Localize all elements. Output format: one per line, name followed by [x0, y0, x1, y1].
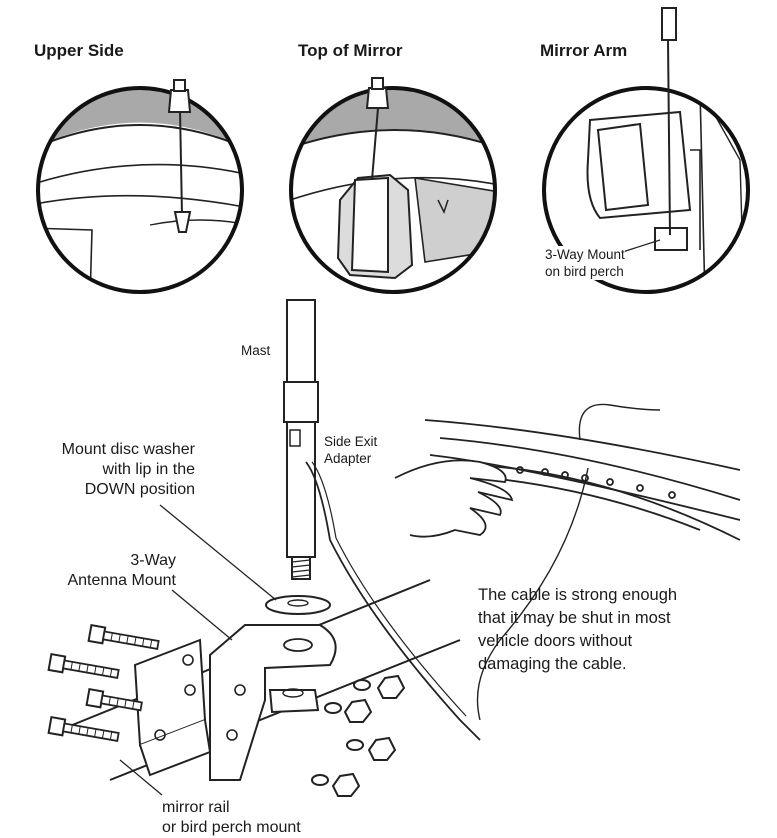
side-exit-adapter-label: Side Exit Adapter — [324, 433, 377, 467]
mirror-arm-title: Mirror Arm — [540, 41, 628, 60]
perch-mount-label-line2: on bird perch — [545, 264, 624, 279]
mounting-bolts — [47, 623, 160, 742]
washer-label-line3: DOWN position — [84, 481, 195, 498]
antenna-cable — [305, 461, 481, 741]
top-of-mirror-title: Top of Mirror — [298, 41, 403, 60]
antenna-mirror-arm — [661, 7, 677, 236]
antenna-mount-label: 3-Way Antenna Mount — [20, 551, 176, 591]
mast-label: Mast — [241, 343, 271, 358]
mirror-rail-label: mirror rail or bird perch mount — [162, 798, 301, 838]
cable-note: The cable is strong enough that it may b… — [478, 584, 677, 676]
washer-label-line2: with lip in the — [102, 461, 196, 478]
vehicle-door-illustration — [424, 403, 741, 721]
mirror-rail-label-line2: or bird perch mount — [162, 819, 301, 836]
antenna-upper-side — [167, 79, 192, 233]
upper-side-detail-circle — [36, 79, 244, 294]
mirror-rail-label-line1: mirror rail — [162, 799, 230, 816]
antenna-mount-label-line2: Antenna Mount — [67, 572, 176, 589]
cable-note-line4: damaging the cable. — [478, 655, 627, 673]
cable-note-line3: vehicle doors without — [478, 632, 633, 650]
cable-note-line2: that it may be shut in most — [478, 609, 671, 627]
upper-side-title: Upper Side — [34, 41, 124, 60]
leader-lines — [119, 239, 661, 796]
antenna-mount-label-line1: 3-Way — [130, 552, 176, 569]
washer-label-line1: Mount disc washer — [61, 441, 195, 458]
top-of-mirror-detail-circle — [289, 77, 497, 294]
washer-label: Mount disc washer with lip in the DOWN p… — [20, 440, 195, 500]
side-exit-label-line1: Side Exit — [324, 434, 378, 449]
cable-note-line1: The cable is strong enough — [478, 586, 678, 604]
nuts-and-lock-washers — [311, 674, 406, 797]
perch-mount-label-line1: 3-Way Mount — [545, 247, 625, 262]
perch-mount-label: 3-Way Mount on bird perch — [545, 246, 625, 280]
disc-washer — [265, 595, 331, 615]
antenna-top-of-mirror — [365, 77, 390, 181]
hand-illustration — [394, 459, 514, 538]
antenna-mast — [283, 299, 319, 580]
side-exit-label-line2: Adapter — [324, 451, 372, 466]
three-way-mount-bracket — [133, 624, 337, 781]
